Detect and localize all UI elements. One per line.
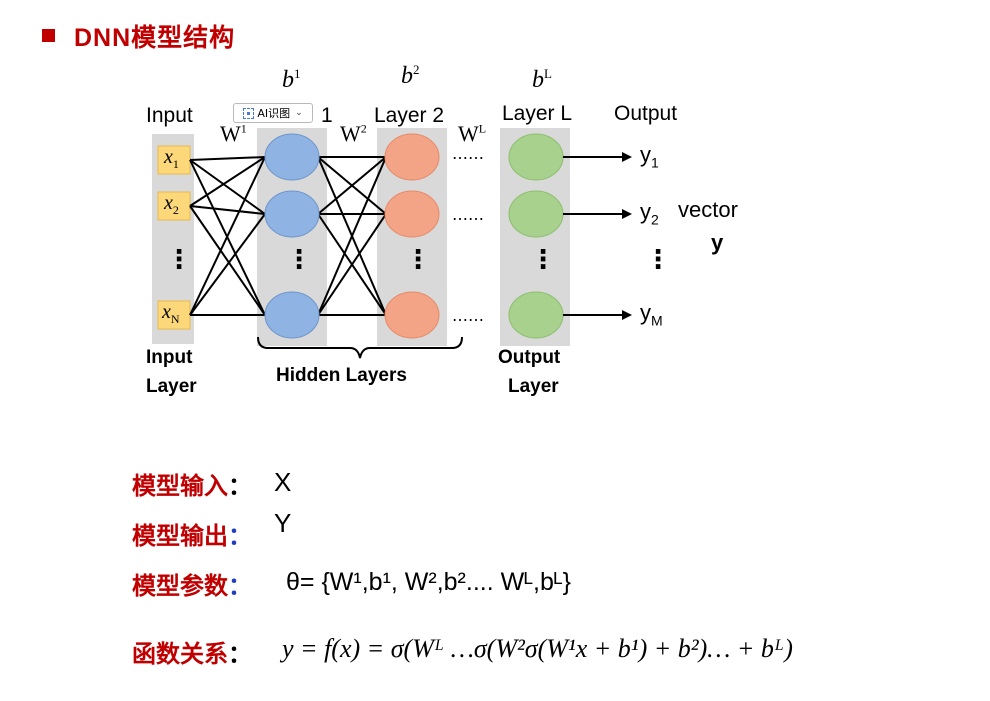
outputL-node-1	[508, 133, 564, 181]
bias-label-1: b1	[282, 66, 301, 93]
hdots-row1: ……	[452, 144, 484, 163]
header-output: Output	[614, 102, 678, 125]
slide-title: DNN模型结构	[74, 24, 236, 52]
hidden1-node-3	[264, 291, 320, 339]
hdots-row2: ……	[452, 205, 484, 224]
input-node-2-label: x2	[164, 192, 179, 217]
weight-label-L: WL	[458, 121, 487, 146]
chevron-down-icon: ⌄	[295, 108, 303, 118]
input-layer-label-2: Layer	[146, 376, 197, 397]
model-function-value: y = f(x) = σ(Wᴸ …σ(W²σ(W¹x + b¹) + b²)… …	[282, 634, 793, 663]
input-node-1-label: x1	[164, 146, 179, 171]
connections-input-hidden1	[189, 156, 266, 316]
output-y2: y2	[640, 199, 659, 228]
hdots-row3: ……	[452, 306, 484, 325]
output-y1: y1	[640, 142, 659, 171]
input-layer-label-1: Input	[146, 347, 193, 368]
vector-y-label: y	[711, 230, 724, 255]
hidden1-node-2	[264, 190, 320, 238]
ai-badge-label: AI识图	[257, 107, 291, 120]
header-layer2: Layer 2	[374, 104, 445, 127]
bias-label-L: bL	[532, 66, 552, 93]
model-output-label: 模型输出：	[132, 522, 252, 550]
hidden-layers-label: Hidden Layers	[276, 365, 407, 386]
output-layer-label-2: Layer	[508, 376, 559, 397]
model-function-label: 函数关系：	[132, 640, 252, 668]
header-layerL: Layer L	[502, 102, 573, 125]
model-params-label: 模型参数：	[132, 572, 252, 600]
vdots-input: ⋮	[166, 245, 192, 275]
weight-label-1: W1	[220, 121, 247, 146]
outputL-node-3	[508, 291, 564, 339]
hidden-layers-brace	[257, 336, 463, 359]
hidden2-node-1	[384, 133, 440, 181]
hidden2-node-2	[384, 190, 440, 238]
model-input-value: X	[274, 467, 292, 497]
model-output-value: Y	[274, 508, 292, 538]
vdots-hidden2: ⋮	[405, 245, 431, 275]
weight-label-2: W2	[340, 121, 367, 146]
output-layer-label-1: Output	[498, 347, 561, 368]
hidden1-node-1	[264, 133, 320, 181]
title-bullet-square	[42, 29, 55, 42]
input-node-N-label: xN	[162, 301, 180, 326]
scan-icon	[243, 107, 255, 119]
header-layer1: 1	[321, 104, 333, 127]
bias-label-2: b2	[401, 62, 420, 89]
header-input: Input	[146, 104, 193, 127]
connections-hidden1-hidden2	[317, 156, 387, 316]
outputL-node-2	[508, 190, 564, 238]
vector-label: vector	[678, 197, 738, 222]
model-input-label: 模型输入：	[132, 472, 252, 500]
hidden2-node-3	[384, 291, 440, 339]
output-arrows	[563, 152, 632, 320]
ai-recognize-badge[interactable]: AI识图 ⌄	[233, 103, 313, 123]
vdots-output: ⋮	[645, 245, 671, 275]
output-yM: yM	[640, 300, 663, 329]
vdots-hidden1: ⋮	[286, 245, 312, 275]
model-params-value: θ= {W¹,b¹, W²,b².... Wᴸ,bᴸ}	[286, 568, 571, 596]
vdots-outputL: ⋮	[530, 245, 556, 275]
